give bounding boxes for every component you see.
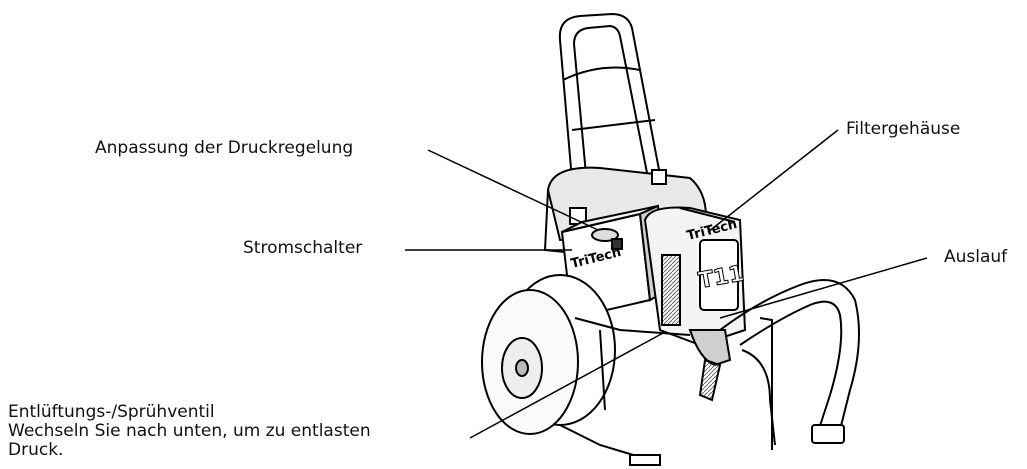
filter-housing <box>643 206 747 402</box>
label-power-switch: Stromschalter <box>243 238 363 258</box>
callout-line-valve <box>469 331 666 439</box>
callout-line-filter <box>707 129 839 233</box>
label-filter-housing: Filtergehäuse <box>846 119 961 139</box>
label-pressure-adjust: Anpassung der Druckregelung <box>95 138 354 158</box>
cart-handle <box>558 12 661 219</box>
hose <box>719 279 860 450</box>
callout-lines <box>405 129 928 439</box>
valve-line-3: Druck. <box>8 440 64 460</box>
label-prime-spray-valve: Entlüftungs-/Sprühventil Wechseln Sie na… <box>8 403 371 460</box>
valve-line-1: Entlüftungs-/Sprühventil <box>8 402 215 422</box>
cart-frame <box>559 317 691 466</box>
valve-line-2: Wechseln Sie nach unten, um zu entlasten <box>8 421 371 441</box>
label-outlet: Auslauf <box>944 247 1008 267</box>
callout-line-pressure <box>427 149 599 231</box>
callout-line-outlet <box>719 257 928 319</box>
wheel <box>481 274 616 435</box>
